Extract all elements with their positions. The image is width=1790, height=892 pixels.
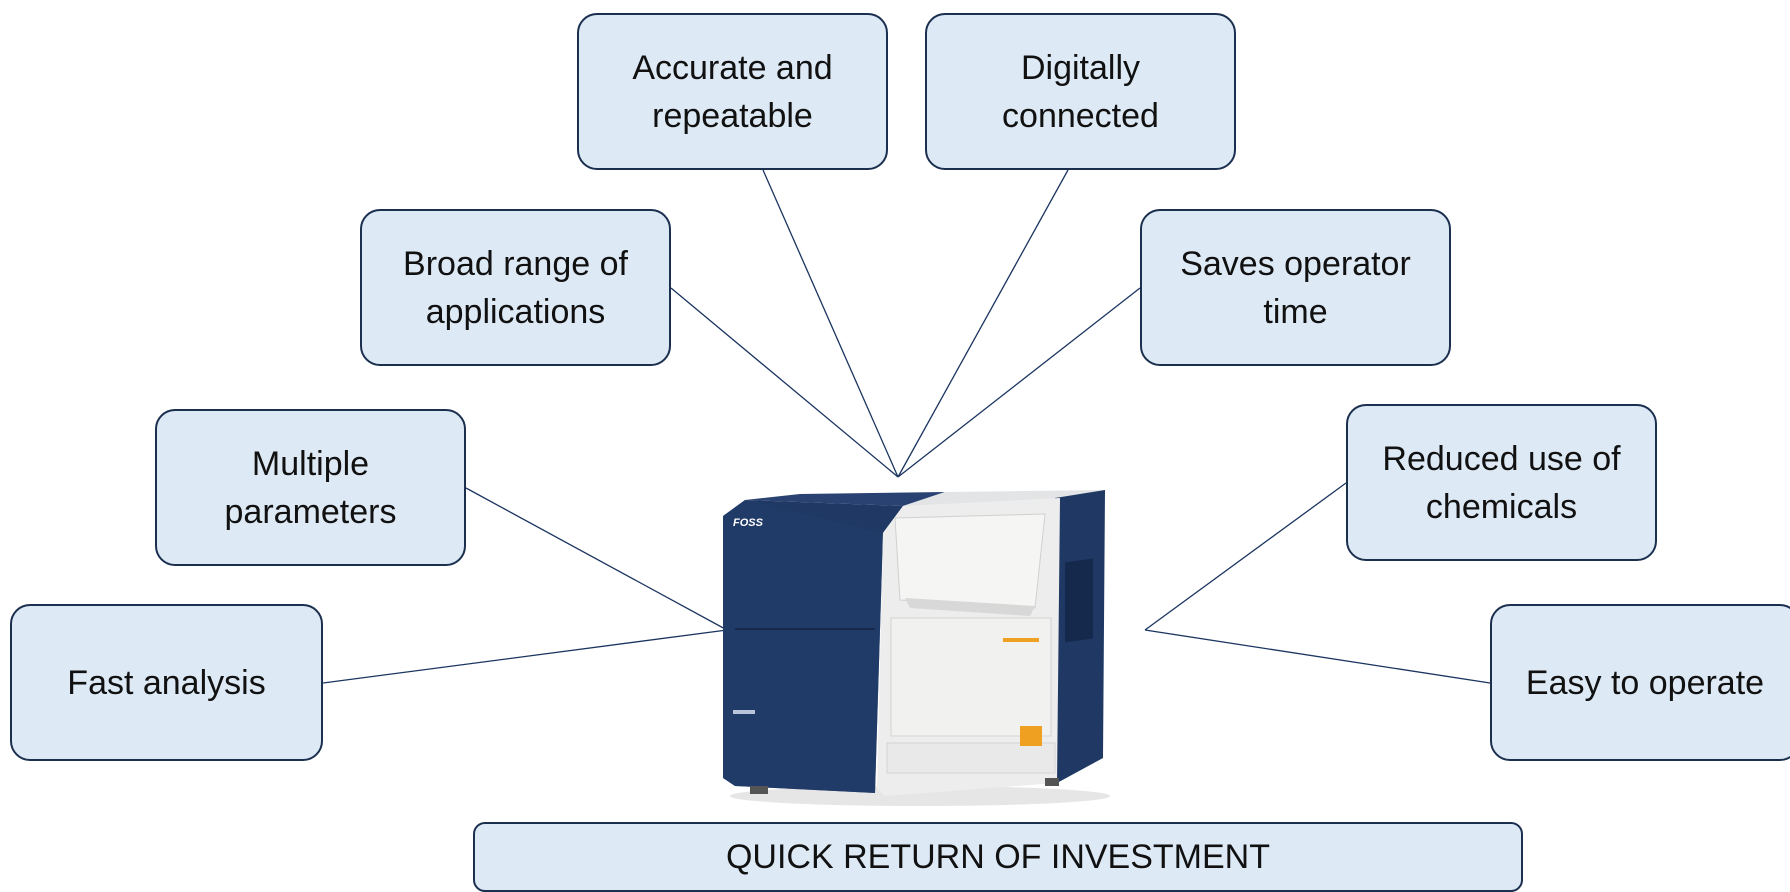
benefit-fast-analysis: Fast analysis xyxy=(10,604,323,761)
connector-reduced xyxy=(1144,482,1347,631)
benefit-label: Easy to operate xyxy=(1525,663,1765,702)
connector-accurate xyxy=(762,169,899,478)
quick-return-banner: QUICK RETURN OF INVESTMENT xyxy=(473,822,1523,892)
benefit-label: Saves operator time xyxy=(1180,244,1411,331)
benefit-label: Broad range of applications xyxy=(403,244,628,331)
connector-easy xyxy=(1144,629,1491,684)
benefit-label: Fast analysis xyxy=(67,663,266,702)
benefit-reduced-chemicals: Reduced use of chemicals xyxy=(1346,404,1657,561)
brand-label: FOSS xyxy=(733,517,764,529)
benefit-label: Reduced use of chemicals xyxy=(1382,439,1621,526)
benefit-label: Accurate and repeatable xyxy=(632,48,833,135)
benefit-easy-operate: Easy to operate xyxy=(1490,604,1790,761)
connector-broad xyxy=(670,287,899,478)
connector-digital xyxy=(897,169,1069,478)
benefit-saves-time: Saves operator time xyxy=(1140,209,1451,366)
connector-saves xyxy=(897,287,1141,478)
benefit-label: Digitally connected xyxy=(1002,48,1159,135)
benefit-multiple-parameters: Multiple parameters xyxy=(155,409,466,566)
benefit-accurate-repeatable: Accurate and repeatable xyxy=(577,13,888,170)
benefit-digitally-connected: Digitally connected xyxy=(925,13,1236,170)
benefit-label: Multiple parameters xyxy=(224,444,397,531)
benefit-broad-range: Broad range of applications xyxy=(360,209,671,366)
connector-fast xyxy=(322,629,728,684)
analyzer-instrument-image: FOSS xyxy=(723,490,1110,806)
connector-multiple xyxy=(465,487,728,631)
